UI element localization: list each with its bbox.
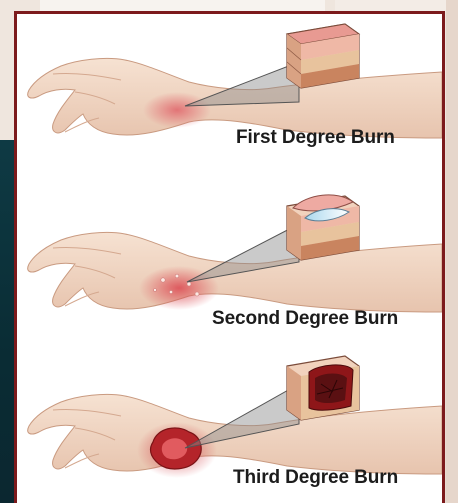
skin-cross-section-icon	[287, 24, 359, 88]
second-degree-panel: Second Degree Burn	[17, 184, 442, 344]
second-degree-label: Second Degree Burn	[212, 308, 398, 330]
first-degree-illustration	[17, 14, 442, 174]
first-degree-label: First Degree Burn	[236, 127, 395, 149]
charred-tissue-icon	[287, 356, 359, 420]
first-degree-panel: First Degree Burn	[17, 14, 442, 174]
burn-diagram-frame: First Degree Burn	[14, 11, 445, 503]
callout-pointer	[185, 62, 299, 106]
third-degree-label: Third Degree Burn	[233, 467, 398, 489]
blister-icon	[287, 195, 359, 260]
third-degree-panel: Third Degree Burn	[17, 344, 442, 503]
background-right-strip	[446, 0, 458, 503]
burn-redness	[143, 92, 211, 128]
